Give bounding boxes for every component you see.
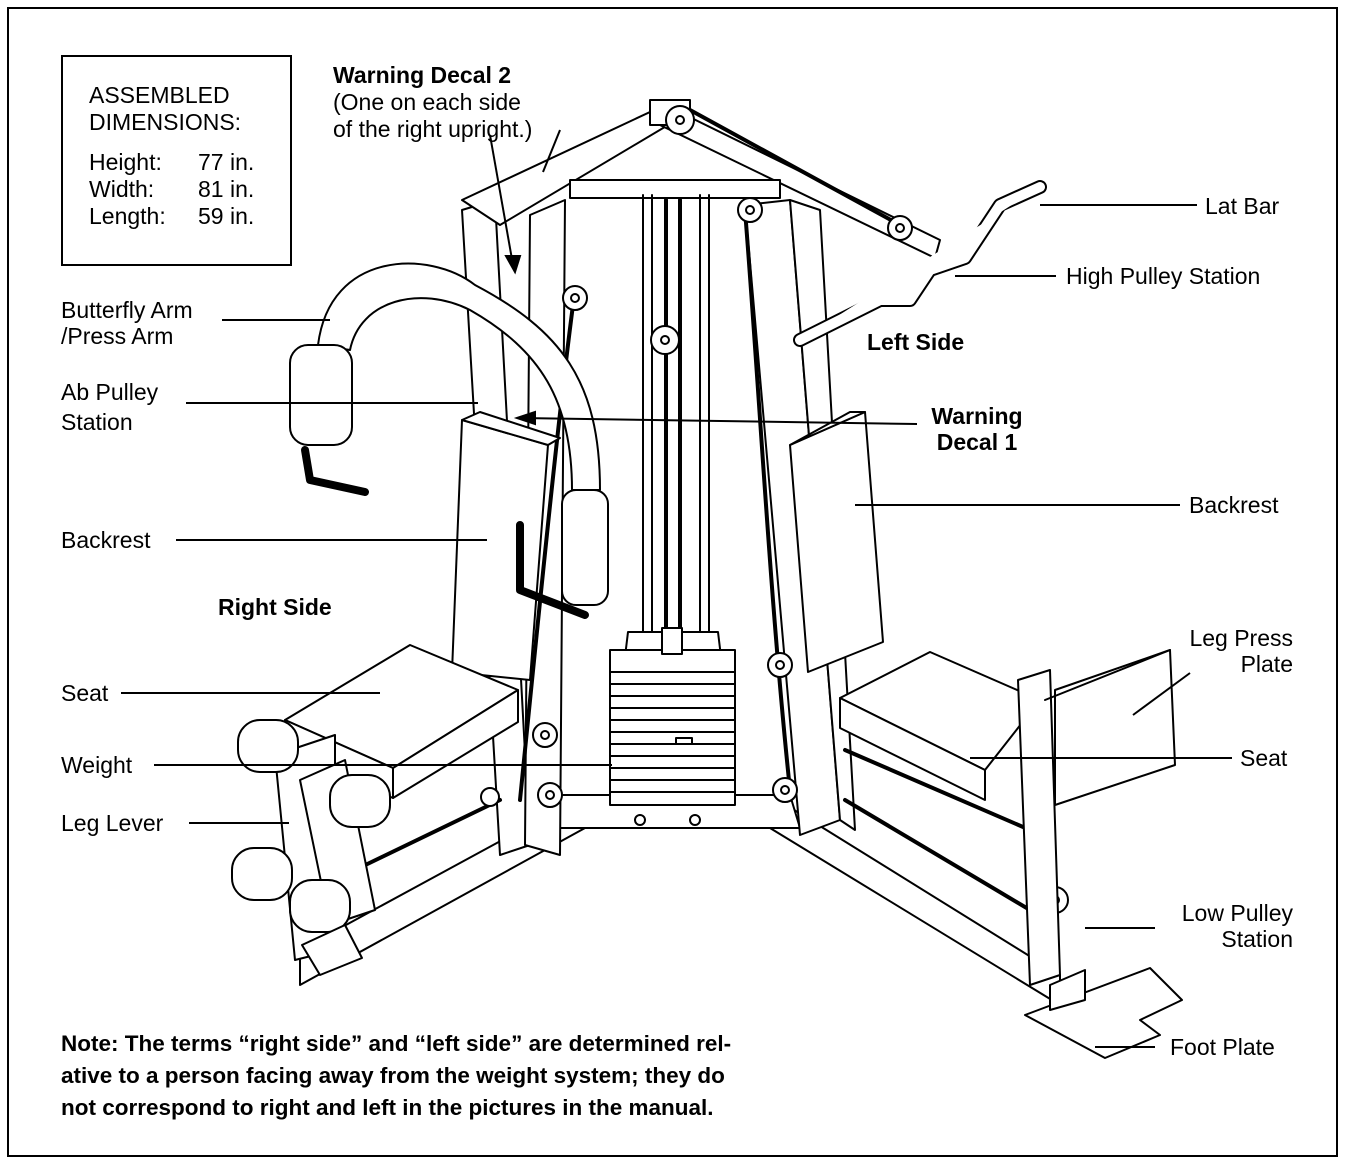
left-side-label: Left Side xyxy=(867,329,965,355)
dimensions-title-line1: ASSEMBLED xyxy=(89,82,230,108)
leg-press-mechanism xyxy=(1017,649,1183,1059)
low-pulley-station-label-line2: Station xyxy=(1221,926,1293,952)
leg-press-plate-label-line2: Plate xyxy=(1240,651,1293,677)
warning-decal-2-title: Warning Decal 2 xyxy=(333,62,512,88)
low-pulley-station-label-line1: Low Pulley xyxy=(1181,900,1293,926)
height-label: Height: xyxy=(89,149,162,175)
ab-pulley-label-line1: Ab Pulley xyxy=(61,379,159,405)
dimensions-box xyxy=(61,55,292,266)
foot-plate-label: Foot Plate xyxy=(1170,1034,1275,1060)
seat-left-label: Seat xyxy=(61,680,109,706)
note-line3: not correspond to right and left in the … xyxy=(61,1095,714,1120)
length-label: Length: xyxy=(89,203,166,229)
warning-decal-1-line1: Warning xyxy=(931,403,1023,429)
leg-press-plate-label-line1: Leg Press xyxy=(1189,625,1293,651)
note-line1: Note: The terms “right side” and “left s… xyxy=(61,1031,732,1056)
warning-decal-1-line2: Decal 1 xyxy=(936,429,1018,455)
lat-bar xyxy=(793,180,1047,347)
high-pulley-station-label: High Pulley Station xyxy=(1066,263,1261,289)
guide-rods xyxy=(353,108,1032,912)
height-value: 77 in. xyxy=(198,149,255,175)
butterfly-arm-label-line1: Butterfly Arm xyxy=(61,297,193,323)
width-label: Width: xyxy=(89,176,155,202)
butterfly-press-arm xyxy=(289,262,609,619)
length-value: 59 in. xyxy=(198,203,255,229)
right-side-label: Right Side xyxy=(218,594,332,620)
butterfly-arm-label-line2: /Press Arm xyxy=(61,323,174,349)
seat-right-label: Seat xyxy=(1240,745,1288,771)
warning-decal-2-line1: (One on each side xyxy=(333,89,521,115)
diagram-frame xyxy=(7,7,1338,1157)
backrest-pads xyxy=(451,411,884,681)
seat-pads xyxy=(284,644,1041,801)
backrest-left-label: Backrest xyxy=(61,527,151,553)
backrest-right-label: Backrest xyxy=(1189,492,1279,518)
dimensions-title-line2: DIMENSIONS: xyxy=(89,109,242,135)
leg-lever xyxy=(231,719,391,976)
weight-stack xyxy=(609,627,736,826)
ab-pulley-label-line2: Station xyxy=(61,409,133,435)
lat-bar-label: Lat Bar xyxy=(1205,193,1280,219)
weight-label: Weight xyxy=(61,752,133,778)
width-value: 81 in. xyxy=(198,176,255,202)
note-line2: ative to a person facing away from the w… xyxy=(61,1063,725,1088)
warning-decal-2-line2: of the right upright.) xyxy=(333,116,533,142)
leg-lever-label: Leg Lever xyxy=(61,810,164,836)
